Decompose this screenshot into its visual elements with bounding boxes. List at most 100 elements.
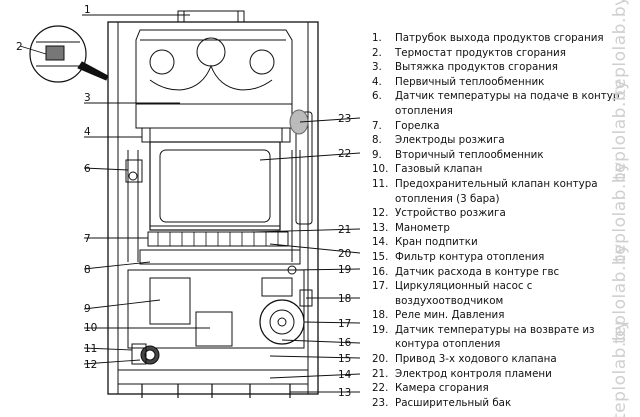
fan-left	[149, 49, 175, 75]
callout-22: 22	[338, 148, 351, 160]
callout-14: 14	[338, 369, 352, 381]
callout-7: 7	[84, 233, 91, 245]
callout-3: 3	[84, 92, 91, 104]
legend-item-number: 15.	[372, 250, 389, 263]
watermark-text: teplolab.by	[610, 319, 630, 417]
legend-item: 23.Расширительный бак	[372, 396, 634, 411]
flue-outlet	[177, 10, 245, 23]
legend-item-text: Вторичный теплообменник	[395, 148, 544, 161]
legend-item-number: 23.	[372, 396, 389, 409]
legend-item: 13. Манометр	[372, 221, 634, 236]
callout-9: 9	[84, 303, 91, 315]
legend-item: 9. Вторичный теплообменник	[372, 148, 634, 163]
ignition-device	[131, 343, 147, 365]
legend-item-number: 14.	[372, 236, 389, 249]
hydraulic-block	[127, 269, 305, 349]
legend-item-text: Первичный теплообменник	[395, 75, 545, 88]
legend-item-number: 21.	[372, 367, 389, 380]
circulation-pump	[259, 299, 305, 345]
legend-item: 18. Реле мин. Давления	[372, 308, 634, 323]
legend-item: 4. Первичный теплообменник	[372, 75, 634, 90]
legend-item: 15. Фильтр контура отопления	[372, 250, 634, 265]
legend-item-text: Камера сгорания	[395, 382, 489, 395]
legend-item: 12. Устройство розжига	[372, 206, 634, 221]
legend-item-text: Датчик расхода в контуре гвс	[395, 265, 560, 278]
legend-item-number: 16.	[372, 265, 389, 278]
legend-item: 19. Датчик температуры на возврате из кон…	[372, 323, 634, 352]
legend-item-text: Фильтр контура отопления	[395, 250, 545, 263]
parts-legend: 1. Патрубок выхода продуктов сгорания 2. Те…	[372, 31, 634, 410]
legend-item-number: 2.	[372, 46, 382, 59]
combustion-chamber	[149, 141, 281, 231]
callout-23: 23	[338, 113, 351, 125]
legend-item-number: 12.	[372, 207, 389, 220]
legend-item: 22. Камера сгорания	[372, 381, 634, 396]
callout-18: 18	[338, 293, 351, 305]
gas-valve	[195, 311, 233, 347]
legend-item-number: 8.	[372, 134, 382, 147]
legend-item-text: Предохранительный клапан контура отоплен…	[395, 177, 598, 205]
fan-center	[196, 37, 226, 67]
secondary-heat-exchanger	[149, 277, 191, 325]
callout-16: 16	[338, 337, 352, 349]
legend-item-text: Датчик температуры на подаче в контур от…	[395, 90, 620, 117]
legend-item: 21. Электрод контроля пламени	[372, 367, 634, 382]
callout-12: 12	[84, 359, 97, 371]
callout-20: 20	[338, 248, 351, 260]
legend-item-text: Манометр	[395, 221, 450, 234]
legend-item-text: Термостат продуктов сгорания	[395, 46, 566, 59]
legend-item-number: 20.	[372, 353, 389, 366]
callout-21: 21	[338, 224, 351, 236]
legend-item-number: 1.	[372, 32, 382, 44]
legend-item: 3.Вытяжка продуктов сгорания	[372, 60, 634, 75]
callout-10: 10	[84, 322, 97, 334]
legend-item: 14. Кран подпитки	[372, 235, 634, 250]
flow-temp-sensor	[128, 171, 138, 181]
legend-item: 2. Термостат продуктов сгорания	[372, 46, 634, 61]
callout-1: 1	[84, 4, 91, 16]
callout-19: 19	[338, 264, 351, 276]
legend-item-text: Электроды розжига	[395, 134, 505, 147]
legend-item-text: Привод 3-х ходового клапана	[395, 353, 557, 366]
legend-item: 17.Циркуляционный насос с воздухоотводчи…	[372, 279, 634, 308]
legend-item-number: 13.	[372, 221, 389, 234]
legend-item-text: Кран подпитки	[395, 236, 478, 249]
legend-item-number: 18.	[372, 309, 389, 322]
legend-item-number: 22.	[372, 382, 389, 395]
watermark: teplolab.by teplolab.by teplolab.by tepl…	[604, 0, 640, 417]
legend-item: 11. Предохранительный клапан контура отоп…	[372, 177, 634, 206]
ignition-electrodes	[139, 249, 301, 265]
connection-base	[117, 369, 309, 385]
fan-right	[249, 49, 275, 75]
legend-item-text: Датчик температуры на возврате из контур…	[395, 323, 595, 351]
legend-item-text: Газовый клапан	[395, 163, 483, 176]
legend-item: 20. Привод 3-х ходового клапана	[372, 352, 634, 367]
legend-item: 8. Электроды розжига	[372, 133, 634, 148]
legend-item-number: 3.	[372, 61, 382, 74]
legend-item-text: Электрод контроля пламени	[395, 367, 552, 380]
three-way-valve-actuator	[261, 277, 293, 297]
callout-17: 17	[338, 318, 351, 330]
flue-hood	[135, 29, 293, 129]
legend-item-number: 19.	[372, 323, 389, 336]
boiler-casing	[107, 21, 319, 395]
legend-item-number: 6.	[372, 90, 382, 103]
legend-item-text: Горелка	[395, 119, 440, 132]
legend-item: 6. Датчик температуры на подаче в контур …	[372, 89, 634, 118]
legend-item-number: 11.	[372, 177, 389, 190]
callout-11: 11	[84, 343, 97, 355]
legend-item: 7. Горелка	[372, 119, 634, 134]
flow-sensor-housing	[125, 159, 143, 183]
callout-15: 15	[338, 353, 351, 365]
legend-item-text: Реле мин. Давления	[395, 309, 505, 322]
legend-item-number: 10.	[372, 163, 389, 176]
legend-item-text: Устройство розжига	[395, 207, 506, 220]
legend-item-number: 7.	[372, 119, 382, 132]
legend-item-text: Циркуляционный насос с воздухоотводчиком	[395, 280, 533, 307]
legend-item-text: Патрубок выхода продуктов сгорания	[395, 32, 604, 44]
legend-item-number: 9.	[372, 148, 382, 161]
legend-item-number: 4.	[372, 75, 382, 88]
callout-6: 6	[84, 163, 91, 175]
callout-13: 13	[338, 387, 351, 399]
